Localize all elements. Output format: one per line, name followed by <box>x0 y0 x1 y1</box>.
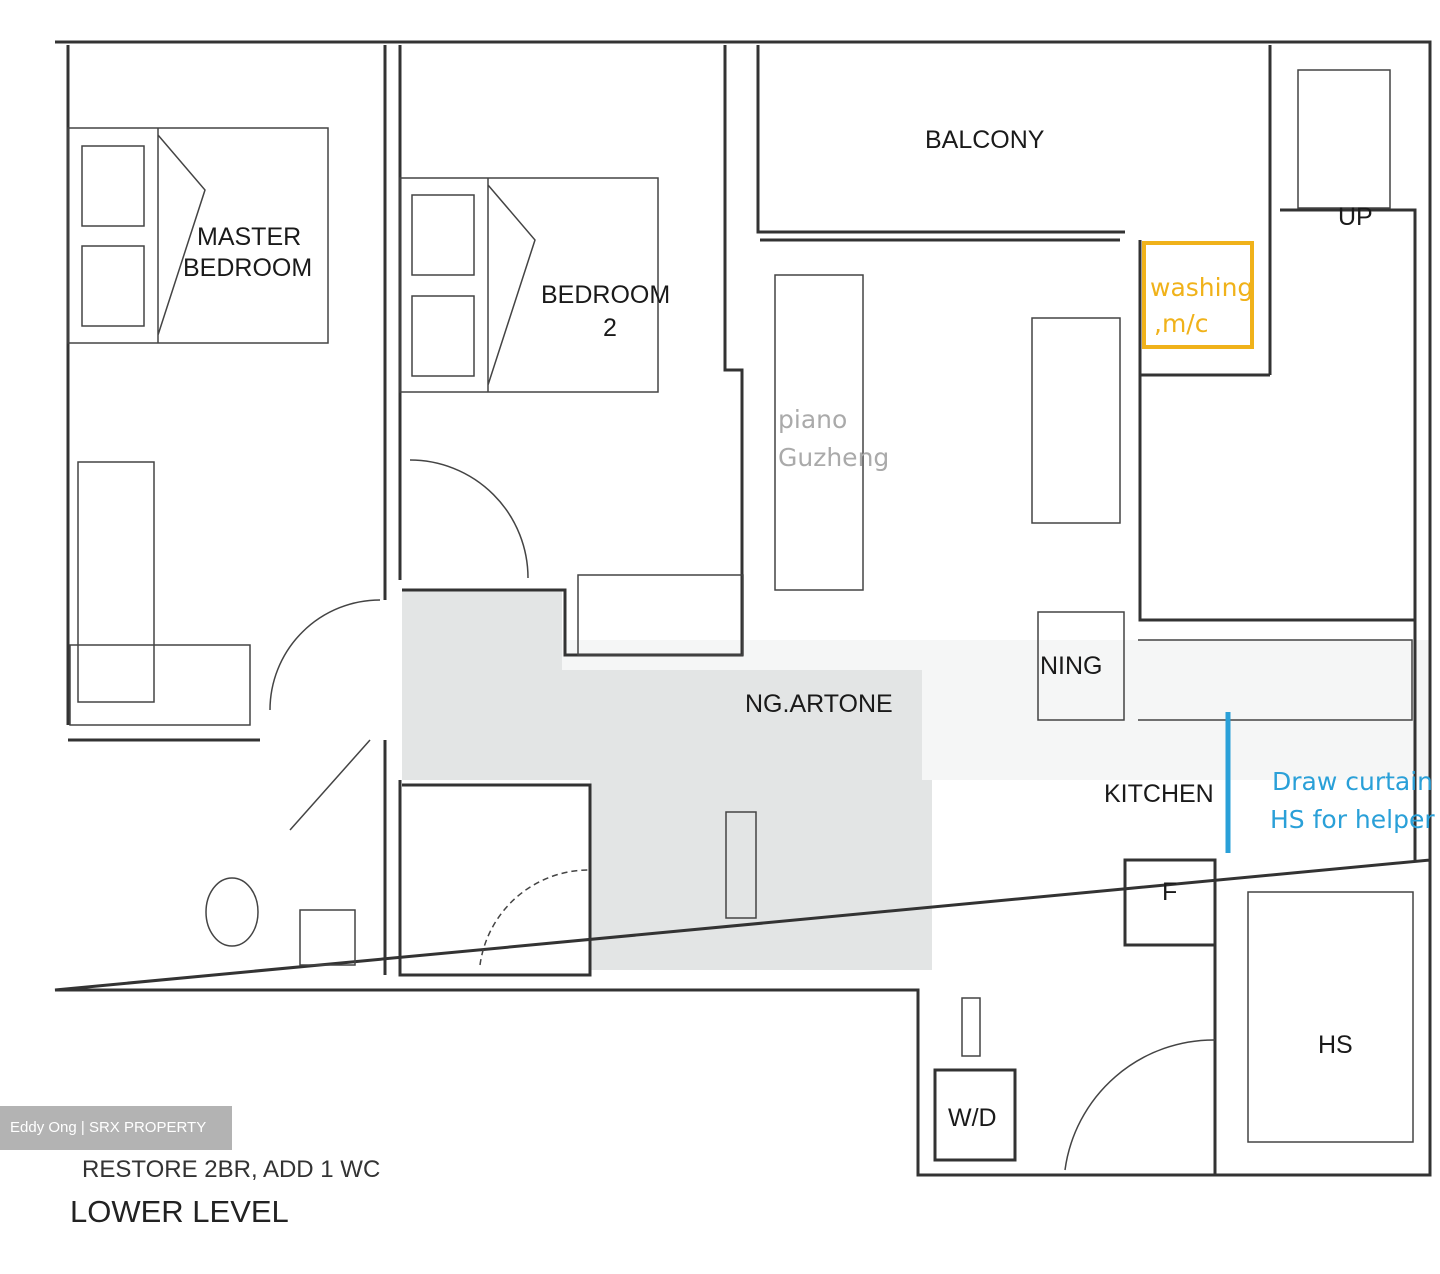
watermark: Eddy Ong | SRX PROPERTY <box>0 1106 232 1150</box>
door-swings <box>269 459 1216 1171</box>
washing-label-1: washing <box>1150 273 1253 302</box>
room-label-kitchen: KITCHEN <box>1104 780 1214 808</box>
room-label-bedroom2-1: BEDROOM <box>541 281 670 309</box>
basin <box>299 909 356 966</box>
interior-walls <box>66 45 1417 1175</box>
renovation-note: RESTORE 2BR, ADD 1 WC <box>82 1156 381 1183</box>
washer-dryer-label: W/D <box>948 1104 997 1132</box>
master-bed <box>67 127 329 344</box>
hs-bed <box>1247 891 1414 1143</box>
stair-landing <box>1297 69 1391 209</box>
shaded-area <box>402 590 1430 970</box>
bedroom2-bed <box>399 177 659 393</box>
washing-machine-box <box>1142 241 1254 349</box>
curtain-note-2: HS for helper <box>1270 805 1435 834</box>
piano-label: piano <box>778 405 847 434</box>
level-title: LOWER LEVEL <box>70 1194 289 1229</box>
wardrobe <box>69 461 744 726</box>
room-label-master-2: BEDROOM <box>183 254 312 282</box>
shoe-cabinet <box>961 997 981 1057</box>
sofa <box>1031 317 1121 524</box>
dining-table <box>1037 611 1125 721</box>
fridge-label: F <box>1162 878 1177 906</box>
outer-wall <box>54 40 1432 1177</box>
room-label-hs: HS <box>1318 1031 1353 1059</box>
piano <box>774 274 864 591</box>
room-label-balcony: BALCONY <box>925 126 1045 154</box>
washing-label-2: ,m/c <box>1154 309 1208 338</box>
tv-console <box>725 811 757 919</box>
room-label-bedroom2-2: 2 <box>603 314 617 342</box>
guzheng-label: Guzheng <box>778 443 889 472</box>
curtain-note-1: Draw curtain <box>1272 767 1433 796</box>
stair-up-label: UP <box>1338 203 1373 231</box>
living-label-blurred: NG.ARTONE <box>745 690 893 718</box>
toilet <box>205 877 259 947</box>
room-label-dining: NING <box>1040 652 1103 680</box>
room-label-master-1: MASTER <box>197 223 301 251</box>
